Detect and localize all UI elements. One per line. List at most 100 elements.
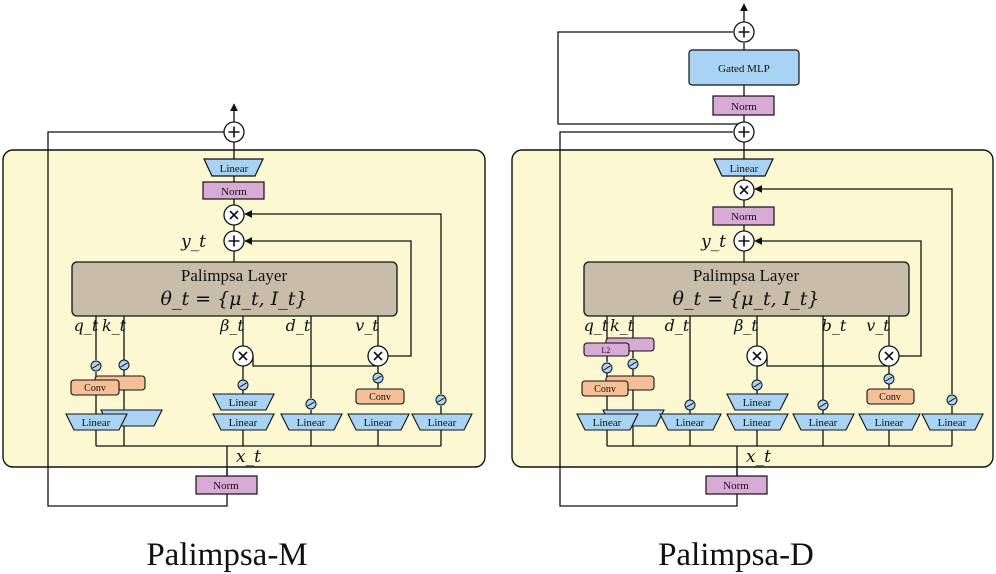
- d-activation-icon: [684, 399, 696, 411]
- palimpsa-layer: [583, 261, 910, 317]
- input-norm-label: Norm: [213, 480, 239, 492]
- q-linear: [576, 413, 639, 431]
- top-linear: [203, 158, 264, 177]
- v-conv: [866, 388, 915, 405]
- q-linear: [65, 413, 128, 431]
- palimpsa-layer-label: Palimpsa Layer: [693, 266, 800, 285]
- gate-linear-label: Linear: [938, 417, 967, 429]
- v-times-icon: [367, 345, 389, 367]
- v-linear-label: Linear: [875, 417, 904, 429]
- d-label: d_t: [286, 316, 311, 335]
- beta-linear: [726, 413, 789, 431]
- gate-linear-label: Linear: [428, 417, 457, 429]
- beta-linear-label: Linear: [229, 417, 258, 429]
- q-linear-label: Linear: [593, 417, 622, 429]
- top-linear: [713, 158, 774, 177]
- q-l2-label: L2: [602, 346, 611, 355]
- panel-palimpsa-d: Gated MLP Norm Linear Norm y_t Palimpsa …: [511, 3, 994, 573]
- k-activation-icon: [118, 359, 130, 371]
- x-label: x_t: [746, 447, 771, 467]
- beta-times-icon: [746, 345, 768, 367]
- top-linear-label: Linear: [730, 163, 759, 175]
- b-label: b_t: [822, 316, 847, 335]
- q-l2: [583, 342, 630, 357]
- beta-activation-icon: [751, 379, 763, 391]
- v-activation-icon: [883, 373, 895, 385]
- mlp-norm-label: Norm: [731, 101, 757, 113]
- q-conv-label: Conv: [594, 384, 616, 395]
- residual-plus-icon: [733, 121, 755, 143]
- v-label: v_t: [355, 316, 379, 335]
- gate-linear: [921, 413, 984, 431]
- caption-palimpsa-m: Palimpsa-M: [146, 537, 307, 573]
- q-linear-label: Linear: [82, 417, 111, 429]
- d-activation-icon: [305, 398, 317, 410]
- y-label: y_t: [700, 232, 726, 252]
- v-activation-icon: [372, 372, 384, 384]
- beta-linear-label: Linear: [743, 417, 772, 429]
- v-conv-label: Conv: [369, 392, 391, 403]
- d-linear-label: Linear: [676, 417, 705, 429]
- beta-label: β_t: [219, 316, 244, 335]
- v-linear: [347, 413, 410, 431]
- d-linear: [280, 413, 343, 431]
- input-norm: [705, 475, 768, 495]
- v-times-icon: [878, 345, 900, 367]
- v-conv-label: Conv: [879, 392, 901, 403]
- top-linear-label: Linear: [220, 163, 249, 175]
- q-label: q_t: [584, 316, 609, 335]
- gate-linear: [411, 413, 473, 431]
- d-linear-label: Linear: [297, 417, 326, 429]
- v-linear: [858, 413, 921, 431]
- top-norm-label: Norm: [221, 186, 247, 198]
- mid-norm-label: Norm: [731, 211, 757, 223]
- panel-palimpsa-m: Linear Norm y_t Palimpsa Layer θ_t = {μ_…: [2, 103, 486, 573]
- output-plus-icon: [733, 230, 755, 252]
- gate-activation-icon: [946, 394, 958, 406]
- caption-palimpsa-d: Palimpsa-D: [658, 537, 814, 573]
- q-activation-icon: [90, 360, 102, 372]
- q-conv: [70, 379, 120, 396]
- gate-times-icon: [733, 179, 755, 201]
- gated-mlp-label: Gated MLP: [718, 63, 770, 75]
- b-linear-label: Linear: [809, 417, 838, 429]
- k-label: k_t: [610, 316, 635, 335]
- beta-linear-top-label: Linear: [743, 397, 772, 409]
- gated-mlp: [688, 49, 800, 86]
- v-label: v_t: [866, 316, 890, 335]
- q-conv-label: Conv: [84, 383, 106, 394]
- mid-norm: [712, 206, 775, 226]
- state-label: θ_t = {μ_t, I_t}: [161, 288, 308, 310]
- gate-times-icon: [223, 204, 245, 226]
- b-linear: [792, 413, 855, 431]
- d-label: d_t: [665, 316, 690, 335]
- q-conv: [581, 380, 629, 397]
- beta-linear-top: [212, 393, 275, 411]
- beta-times-icon: [232, 345, 254, 367]
- output-plus-icon: [223, 230, 245, 252]
- top-norm: [202, 181, 265, 200]
- beta-label: β_t: [733, 316, 758, 335]
- mlp-plus-icon: [733, 21, 755, 43]
- d-linear: [659, 413, 722, 431]
- k-activation-icon: [627, 358, 639, 370]
- v-conv: [355, 388, 405, 405]
- mlp-norm: [712, 95, 775, 116]
- y-label: y_t: [180, 232, 206, 252]
- x-label: x_t: [236, 447, 261, 467]
- palimpsa-layer-label: Palimpsa Layer: [181, 266, 288, 285]
- beta-linear-top-label: Linear: [229, 397, 258, 409]
- beta-linear: [212, 413, 275, 431]
- q-activation-icon: [601, 362, 613, 374]
- state-label: θ_t = {μ_t, I_t}: [673, 288, 820, 310]
- b-activation-icon: [817, 399, 829, 411]
- q-label: q_t: [74, 316, 99, 335]
- v-linear-label: Linear: [364, 417, 393, 429]
- palimpsa-layer: [71, 261, 398, 317]
- beta-linear-top: [726, 393, 789, 411]
- beta-activation-icon: [237, 379, 249, 391]
- residual-plus-icon: [223, 121, 245, 143]
- input-norm: [195, 475, 258, 495]
- input-norm-label: Norm: [723, 480, 749, 492]
